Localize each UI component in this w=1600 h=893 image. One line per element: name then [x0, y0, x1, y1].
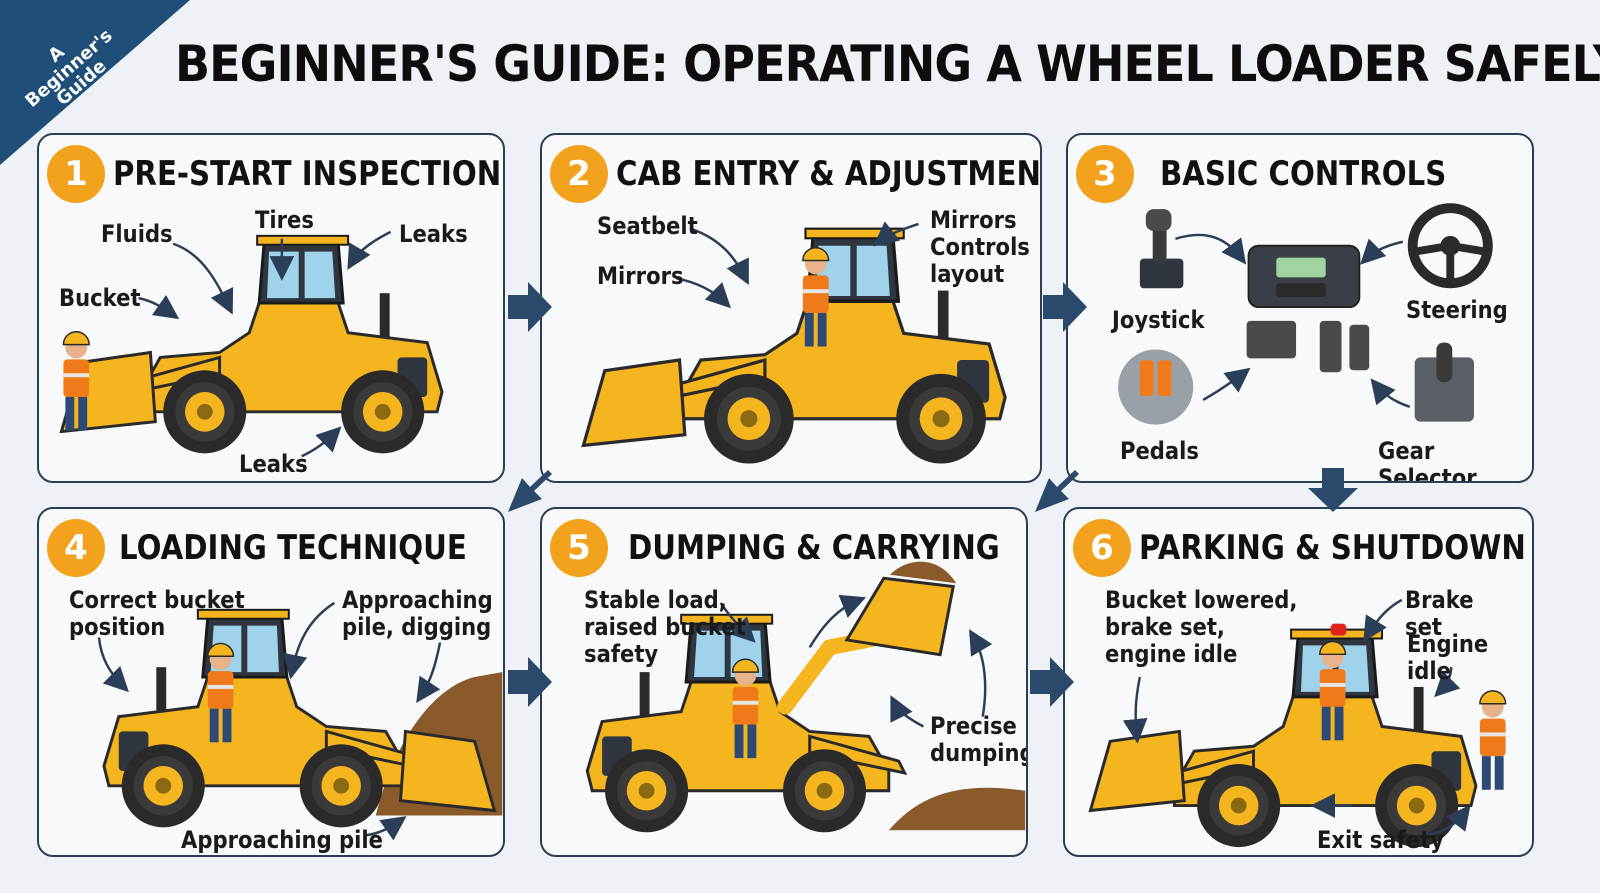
loader-illustration — [59, 230, 503, 458]
label-engine-idle: Engine idle — [1407, 630, 1489, 685]
flow-arrow-4-5 — [508, 657, 552, 707]
label-mirrors-controls: Mirrors Controls layout — [930, 206, 1030, 288]
panel-pre-start-inspection: 1 PRE-START INSPECTION Fluids Tires Leak… — [37, 133, 505, 483]
steering-wheel-icon — [1407, 203, 1493, 289]
label-gear-selector: Gear Selector — [1378, 437, 1477, 483]
step-badge: 6 — [1073, 519, 1131, 577]
label-approaching-pile: Approaching pile — [181, 826, 383, 854]
label-approaching-pile-digging: Approaching pile, digging — [342, 586, 493, 641]
loader-illustration — [581, 221, 1040, 481]
controls-illustration — [1118, 203, 1493, 425]
flow-arrow-diag-2 — [1035, 470, 1079, 512]
flow-arrow-3-down — [1308, 468, 1358, 512]
label-leaks-top: Leaks — [399, 220, 468, 248]
loader-illustration — [542, 561, 1026, 855]
flow-arrow-5-6 — [1030, 657, 1074, 707]
label-leaks-bottom: Leaks — [239, 450, 308, 478]
loader-illustration — [1088, 598, 1507, 855]
panel-title: DUMPING & CARRYING — [628, 528, 1000, 568]
flow-arrow-2-3 — [1043, 282, 1087, 332]
label-joystick: Joystick — [1112, 306, 1205, 334]
flow-arrow-1-2 — [508, 282, 552, 332]
label-bucket: Bucket — [59, 284, 141, 312]
page-title: BEGINNER'S GUIDE: OPERATING A WHEEL LOAD… — [175, 35, 1600, 93]
panel-title: PRE-START INSPECTION — [113, 154, 502, 194]
label-fluids: Fluids — [101, 220, 173, 248]
label-precise-dumping: Precise dumping — [930, 712, 1028, 767]
panel-dumping-carrying: 5 DUMPING & CARRYING Stable load, raised… — [540, 507, 1028, 857]
panel-title: PARKING & SHUTDOWN — [1139, 528, 1526, 568]
label-stable-load: Stable load, raised bucket safety — [584, 586, 746, 668]
label-tires: Tires — [255, 206, 314, 234]
label-mirrors: Mirrors — [597, 262, 684, 290]
step-badge: 3 — [1076, 145, 1134, 203]
panel-title: BASIC CONTROLS — [1160, 154, 1447, 194]
panel-title: LOADING TECHNIQUE — [119, 528, 467, 568]
loader-illustration — [97, 601, 503, 841]
step-badge: 1 — [47, 145, 105, 203]
gear-selector-icon — [1414, 342, 1474, 422]
step-badge: 4 — [47, 519, 105, 577]
label-seatbelt: Seatbelt — [597, 212, 698, 240]
panel-loading-technique: 4 LOADING TECHNIQUE Correct bucket posit… — [37, 507, 505, 857]
panel-basic-controls: 3 BASIC CONTROLS Joystick Steering Pedal… — [1066, 133, 1534, 483]
flow-arrow-diag-1 — [508, 470, 552, 512]
label-brake-set: Brake set — [1405, 586, 1474, 641]
panel-title: CAB ENTRY & ADJUSTMENT — [616, 154, 1042, 194]
label-exit-safety: Exit safety — [1317, 826, 1444, 854]
beacon-icon — [1330, 623, 1347, 636]
label-correct-bucket-position: Correct bucket position — [69, 586, 245, 641]
panel-parking-shutdown: 6 PARKING & SHUTDOWN Bucket lowered, bra… — [1063, 507, 1534, 857]
joystick-icon — [1139, 209, 1184, 289]
step-badge: 2 — [550, 145, 608, 203]
step-badge: 5 — [550, 519, 608, 577]
dashboard-icon — [1246, 244, 1370, 373]
label-steering: Steering — [1406, 296, 1508, 324]
label-bucket-lowered: Bucket lowered, brake set, engine idle — [1105, 586, 1298, 668]
panel-cab-entry-adjustment: 2 CAB ENTRY & ADJUSTMENT Seatbelt Mirror… — [540, 133, 1042, 483]
label-pedals: Pedals — [1120, 437, 1199, 465]
pedals-icon — [1118, 349, 1194, 425]
